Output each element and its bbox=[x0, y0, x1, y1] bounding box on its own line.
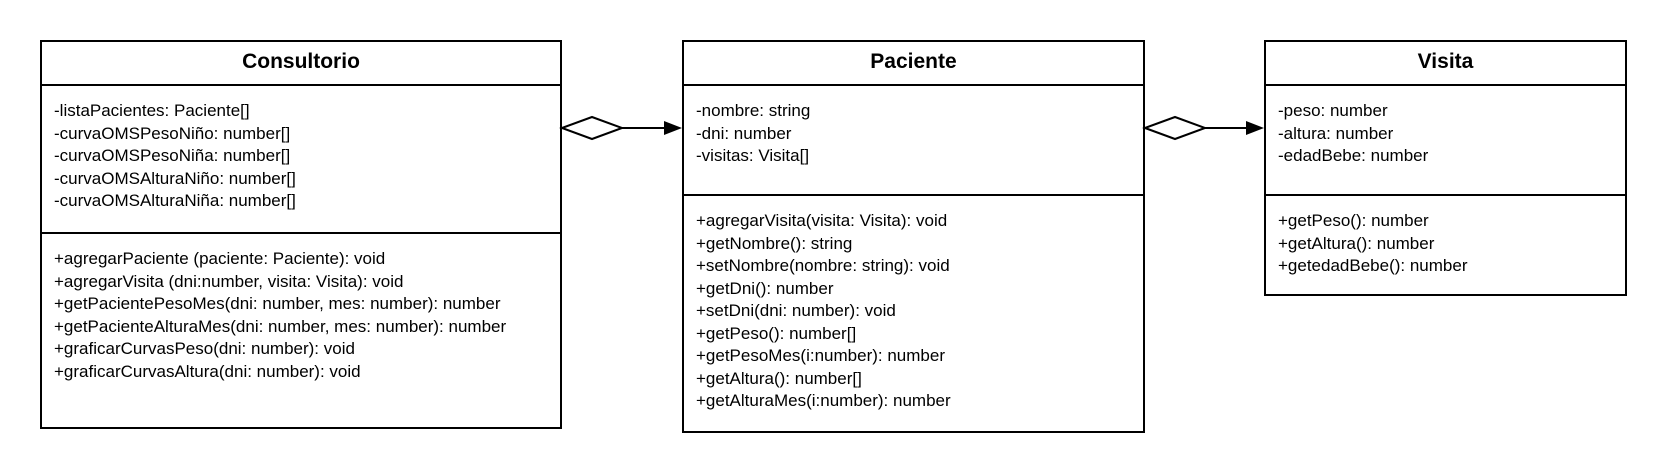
method: +getNombre(): string bbox=[696, 233, 853, 253]
method: +graficarCurvasPeso(dni: number): void bbox=[54, 339, 355, 358]
class-name: Visita bbox=[1266, 42, 1625, 86]
method: +setDni(dni: number): void bbox=[696, 301, 896, 320]
class-name: Paciente bbox=[684, 42, 1143, 86]
attribute: -curvaOMSPesoNiño: number[] bbox=[54, 123, 291, 143]
method: +agregarVisita(visita: Visita): void bbox=[696, 211, 948, 230]
attribute: -listaPacientes: Paciente[] bbox=[54, 101, 250, 120]
methods-section: +agregarVisita(visita: Visita): void +ge… bbox=[684, 196, 1143, 413]
methods-section: +agregarPaciente (paciente: Paciente): v… bbox=[42, 234, 560, 383]
method: +agregarPaciente (paciente: Paciente): v… bbox=[54, 249, 386, 268]
method: +getPeso(): number bbox=[1278, 211, 1429, 230]
method: +graficarCurvasAltura(dni: number): void bbox=[54, 361, 361, 381]
attribute: -curvaOMSAlturaNiña: number[] bbox=[54, 191, 296, 210]
method: +getDni(): number bbox=[696, 278, 834, 298]
attributes-section: -nombre: string -dni: number -visitas: V… bbox=[684, 86, 1143, 196]
method: +getPesoMes(i:number): number bbox=[696, 346, 945, 365]
class-paciente[interactable]: Paciente -nombre: string -dni: number -v… bbox=[682, 40, 1145, 433]
method: +setNombre(nombre: string): void bbox=[696, 256, 950, 275]
arrowhead-icon bbox=[1246, 121, 1264, 135]
attribute: -dni: number bbox=[696, 123, 792, 143]
attribute: -altura: number bbox=[1278, 123, 1394, 143]
attribute: -peso: number bbox=[1278, 101, 1388, 120]
aggregation-paciente-visita[interactable] bbox=[1142, 115, 1264, 141]
aggregation-diamond bbox=[559, 115, 625, 141]
class-consultorio[interactable]: Consultorio -listaPacientes: Paciente[] … bbox=[40, 40, 562, 429]
class-visita[interactable]: Visita -peso: number -altura: number -ed… bbox=[1264, 40, 1627, 296]
method: +getAltura(): number[] bbox=[696, 368, 862, 388]
arrowhead-icon bbox=[664, 121, 682, 135]
method: +agregarVisita (dni:number, visita: Visi… bbox=[54, 271, 404, 291]
attributes-section: -peso: number -altura: number -edadBebe:… bbox=[1266, 86, 1625, 196]
attribute: -edadBebe: number bbox=[1278, 146, 1429, 165]
aggregation-diamond bbox=[1142, 115, 1208, 141]
method: +getAltura(): number bbox=[1278, 233, 1435, 253]
method: +getPacienteAlturaMes(dni: number, mes: … bbox=[54, 316, 507, 336]
method: +getPeso(): number[] bbox=[696, 323, 857, 343]
attributes-section: -listaPacientes: Paciente[] -curvaOMSPes… bbox=[42, 86, 560, 234]
attribute: -visitas: Visita[] bbox=[696, 146, 810, 165]
attribute: -nombre: string bbox=[696, 101, 811, 120]
attribute: -curvaOMSPesoNiña: number[] bbox=[54, 146, 291, 165]
aggregation-consultorio-paciente[interactable] bbox=[559, 115, 682, 141]
class-name: Consultorio bbox=[42, 42, 560, 86]
methods-section: +getPeso(): number +getAltura(): number … bbox=[1266, 196, 1625, 278]
method: +getPacientePesoMes(dni: number, mes: nu… bbox=[54, 294, 501, 313]
method: +getAlturaMes(i:number): number bbox=[696, 391, 951, 410]
method: +getedadBebe(): number bbox=[1278, 256, 1468, 275]
attribute: -curvaOMSAlturaNiño: number[] bbox=[54, 168, 296, 188]
